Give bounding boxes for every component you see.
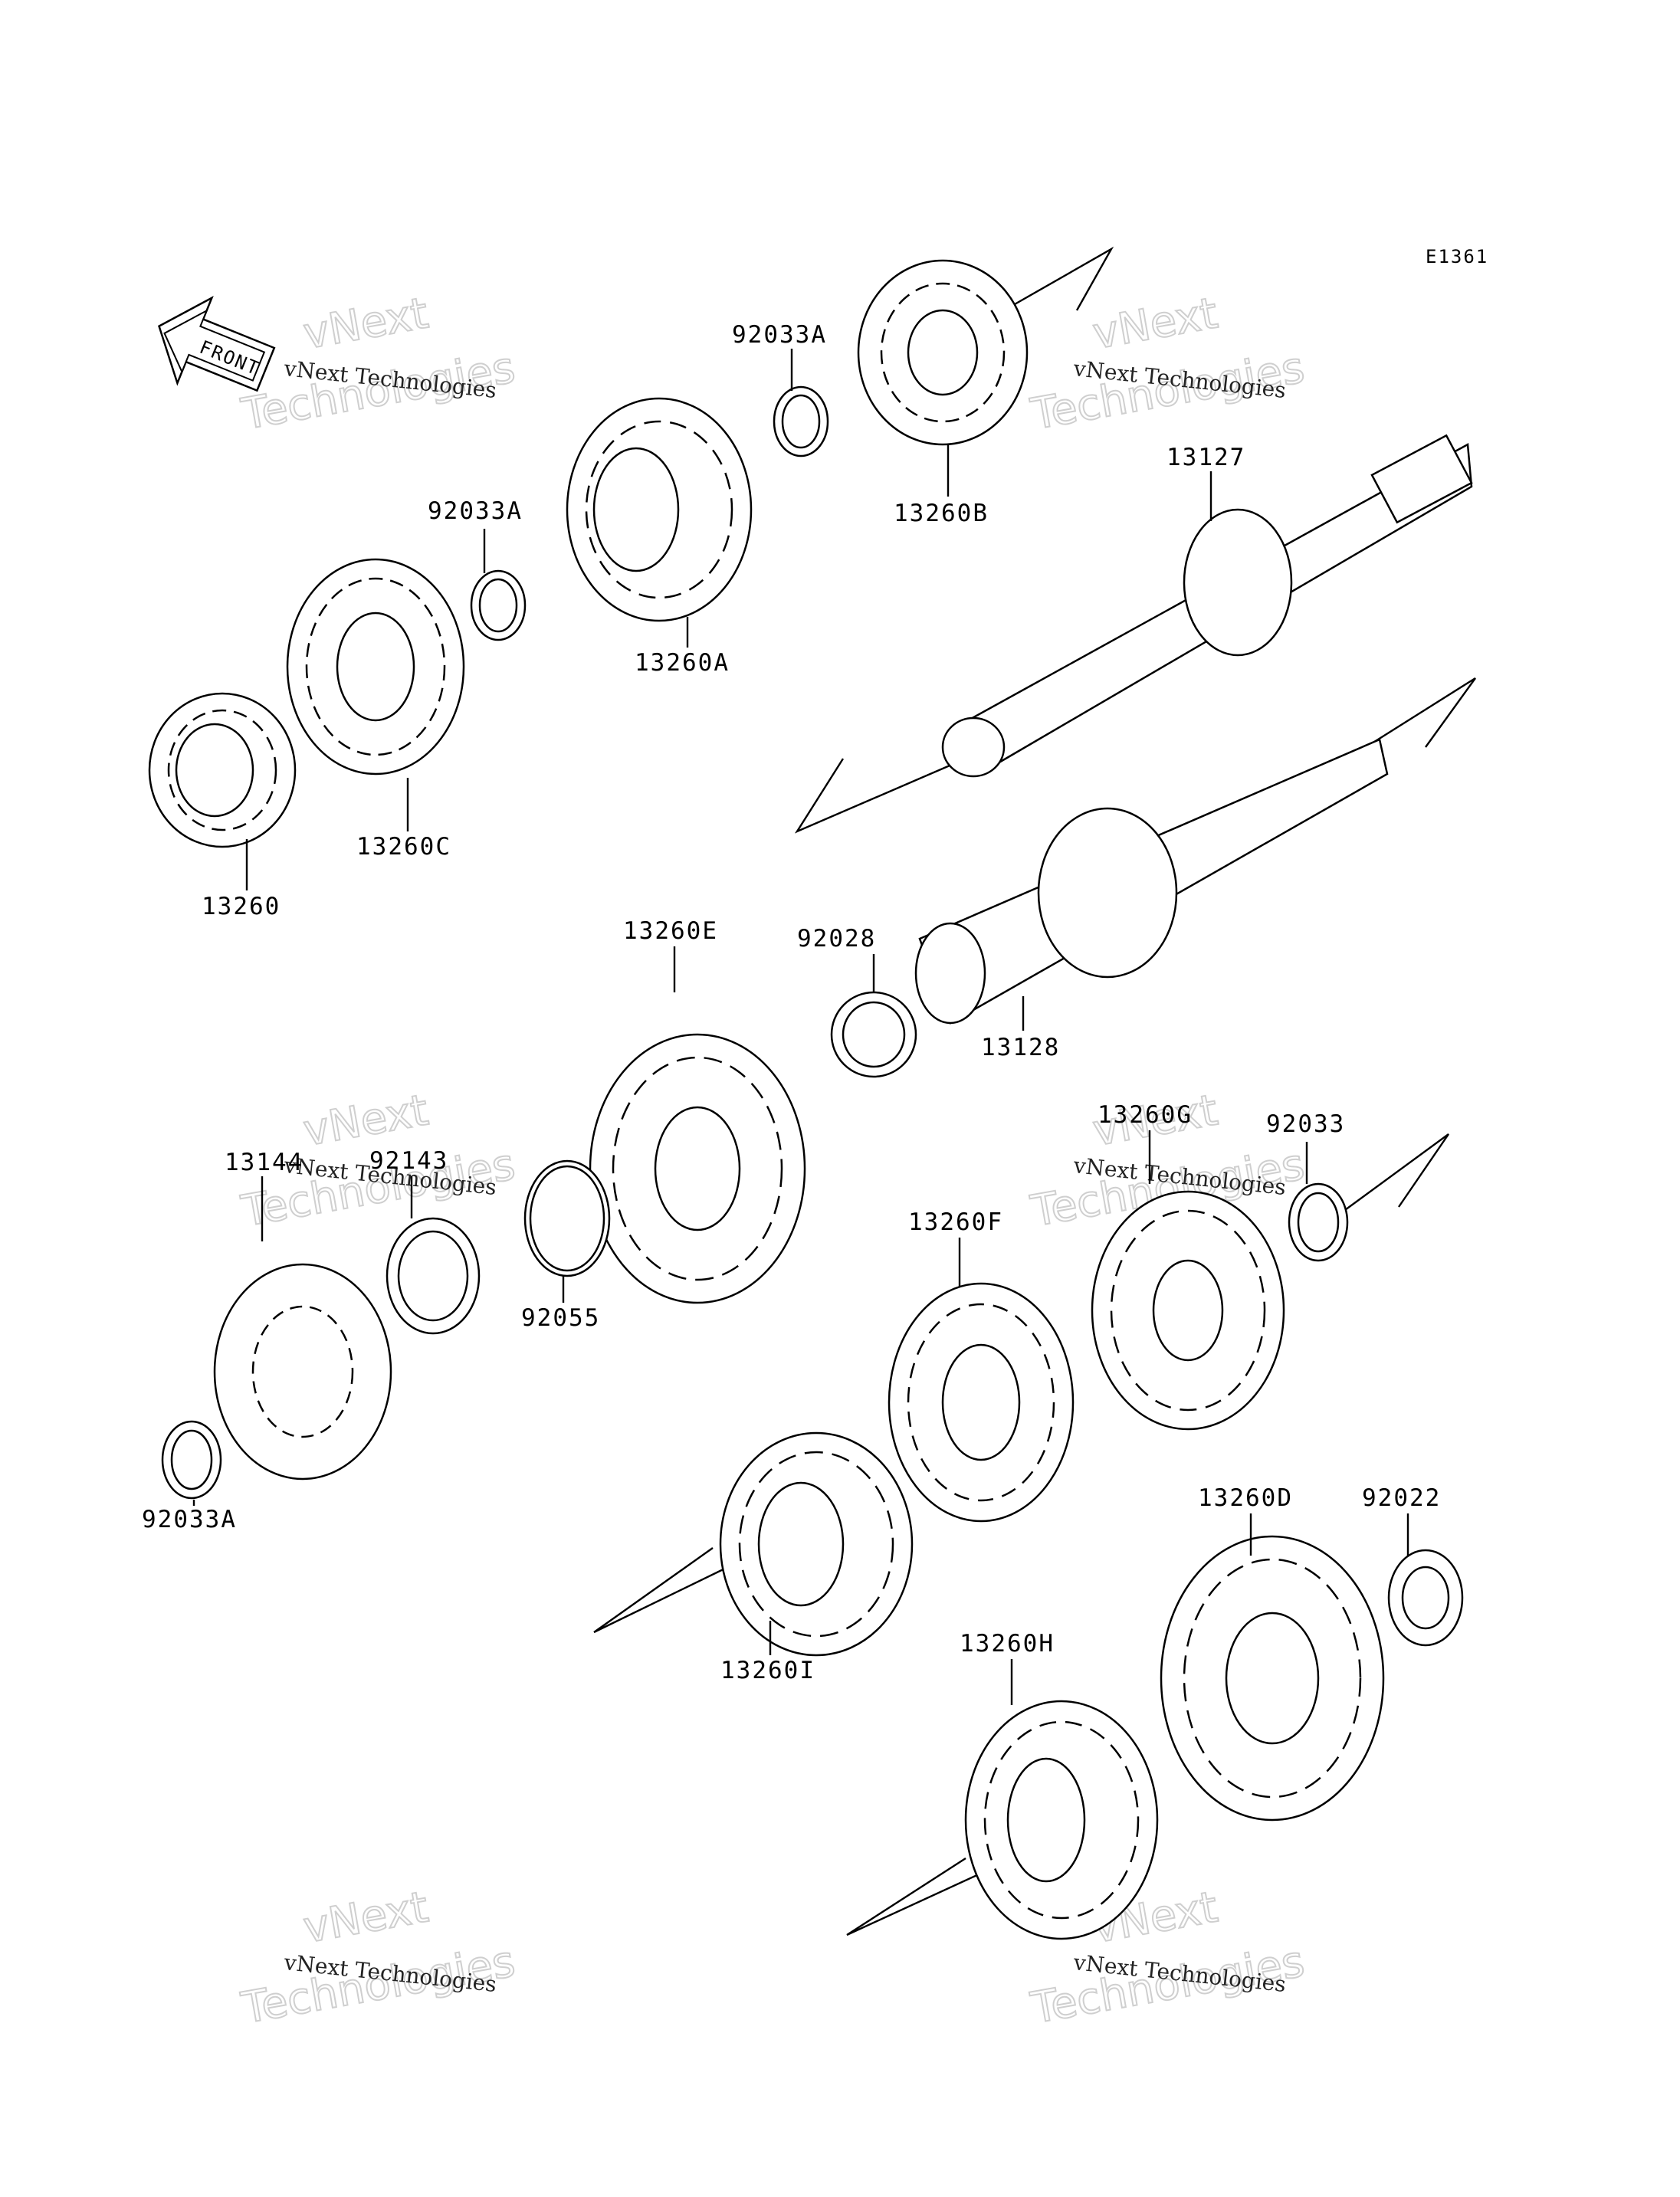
label-13260F[interactable]: 13260F (908, 1208, 1003, 1236)
label-13260H[interactable]: 13260H (960, 1630, 1055, 1658)
gear-13260F[interactable] (888, 1282, 1075, 1523)
label-92033[interactable]: 92033 (1266, 1110, 1345, 1138)
label-13260D[interactable]: 13260D (1198, 1484, 1293, 1512)
label-13127[interactable]: 13127 (1166, 444, 1245, 471)
label-92033A-bot[interactable]: 92033A (142, 1506, 237, 1533)
sprocket-13144[interactable] (213, 1263, 392, 1481)
label-92022[interactable]: 92022 (1362, 1484, 1441, 1512)
oring-92055[interactable] (523, 1159, 611, 1277)
label-13260A[interactable]: 13260A (635, 649, 730, 677)
label-92033A-top[interactable]: 92033A (732, 321, 827, 349)
gear-13260H[interactable] (964, 1700, 1159, 1940)
gear-13260B[interactable] (857, 259, 1029, 446)
watermark-big-top: vNext (300, 288, 431, 359)
label-92143[interactable]: 92143 (369, 1147, 448, 1175)
label-13260I[interactable]: 13260I (720, 1657, 815, 1684)
watermark-big-top: vNext (300, 1085, 431, 1156)
washer-92022[interactable] (1387, 1549, 1464, 1647)
label-13260C[interactable]: 13260C (356, 833, 451, 861)
label-13144[interactable]: 13144 (225, 1149, 304, 1176)
label-13260G[interactable]: 13260G (1098, 1101, 1193, 1129)
part-labels: 92033A 13260B 92033A 13260A 13127 13260C… (142, 321, 1441, 1684)
collar-92143[interactable] (386, 1217, 481, 1335)
watermark-tr: vNext Technologies vNext Technologies (1026, 287, 1309, 441)
gear-13260D[interactable] (1160, 1535, 1385, 1822)
gear-13260I[interactable] (719, 1431, 914, 1657)
watermark-tl: vNext Technologies vNext Technologies (237, 287, 520, 441)
watermark-bl: vNext Technologies vNext Technologies (237, 1881, 520, 2035)
label-13260[interactable]: 13260 (202, 893, 281, 920)
bushing-92028[interactable] (830, 991, 917, 1078)
gear-13260E[interactable] (589, 1033, 806, 1304)
shaft-13128[interactable] (914, 738, 1389, 1025)
gear-13260A[interactable] (566, 397, 753, 622)
watermark-big-top: vNext (300, 1882, 431, 1953)
circlip-92033A-bot[interactable] (161, 1420, 222, 1500)
label-13260E[interactable]: 13260E (623, 917, 718, 945)
gear-13260[interactable] (148, 692, 297, 848)
assembly-axis-lines (593, 246, 1476, 1936)
label-92028[interactable]: 92028 (797, 925, 876, 953)
leader-lines (192, 349, 1409, 1705)
diagram-code: E1361 (1426, 246, 1488, 267)
label-13128[interactable]: 13128 (981, 1034, 1060, 1061)
gear-13260C[interactable] (286, 558, 465, 776)
front-arrow-icon: FRONT (158, 295, 276, 392)
label-92033A-mid[interactable]: 92033A (428, 497, 523, 525)
watermark-big-top: vNext (1089, 288, 1221, 359)
label-13260B[interactable]: 13260B (894, 500, 989, 527)
gear-13260G[interactable] (1091, 1190, 1285, 1431)
shaft-13127[interactable] (941, 434, 1473, 778)
circlip-92033A-mid[interactable] (470, 569, 527, 641)
circlip-92033[interactable] (1288, 1182, 1349, 1262)
label-92055[interactable]: 92055 (521, 1304, 600, 1332)
circlip-92033A-top[interactable] (773, 385, 829, 457)
